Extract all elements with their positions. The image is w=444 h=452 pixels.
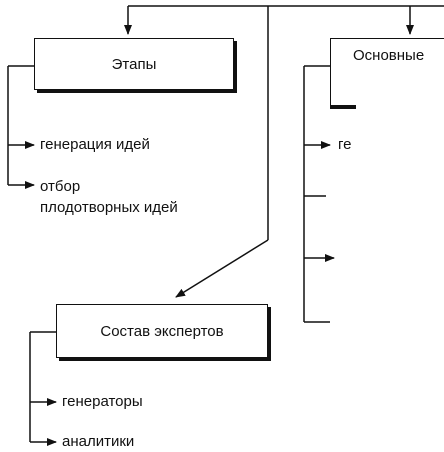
stages-item-selection-line1: отбор: [40, 178, 81, 195]
arrow-to-experts: [175, 239, 269, 298]
experts-box-label: Состав экспертов: [100, 322, 224, 340]
stages-box: Этапы: [34, 38, 234, 90]
stages-box-label: Этапы: [111, 55, 157, 73]
main-item-1: ге: [338, 136, 352, 153]
scan-blank-area: [356, 68, 444, 338]
experts-box: Состав экспертов: [56, 304, 268, 358]
main-box-label: Основные: [353, 47, 425, 64]
experts-item-analysts: аналитики: [62, 433, 135, 450]
experts-item-generators: генераторы: [62, 393, 143, 410]
stages-item-generation: генерация идей: [40, 136, 150, 153]
stages-item-selection-line2: плодотворных идей: [40, 199, 178, 216]
